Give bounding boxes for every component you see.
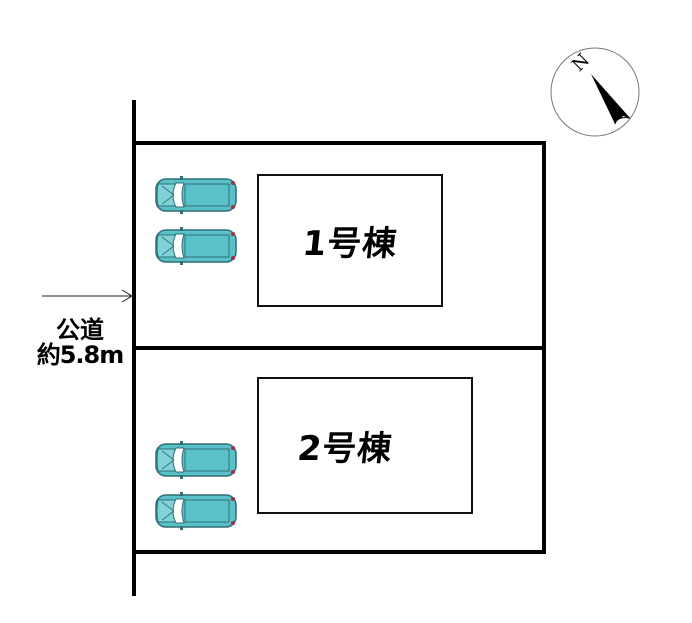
building-1: 1号棟	[257, 174, 443, 307]
site-top-edge	[132, 141, 546, 145]
car-icon	[155, 176, 237, 214]
building-1-label: 1号棟	[300, 224, 400, 264]
car-icon	[155, 441, 237, 479]
north-arrow-icon: N	[550, 47, 640, 137]
road-arrow-icon	[42, 289, 133, 303]
building-2-label: 2号棟	[295, 429, 395, 469]
road-label-width: 約5.8m	[36, 341, 125, 370]
road-label: 公道 約5.8m	[28, 316, 132, 370]
car-icon	[155, 227, 237, 265]
lot-divider-line	[132, 346, 546, 350]
site-bottom-edge	[132, 550, 546, 554]
car-icon	[155, 492, 237, 530]
building-2: 2号棟	[257, 377, 473, 514]
road-label-type: 公道	[56, 316, 104, 344]
